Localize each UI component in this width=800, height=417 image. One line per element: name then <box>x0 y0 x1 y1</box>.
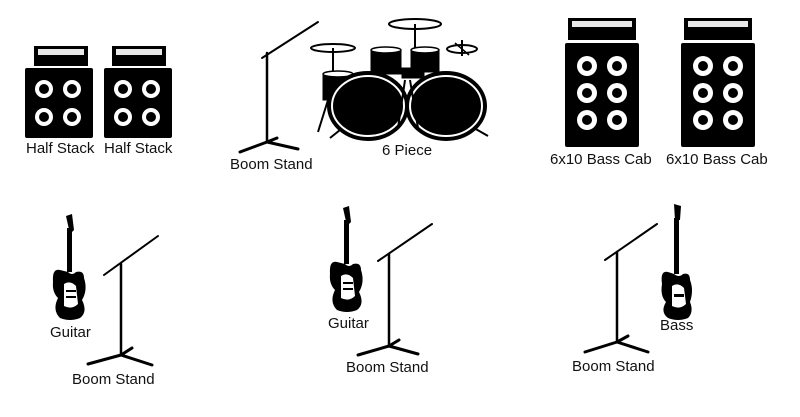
electric-guitar-icon <box>329 206 363 312</box>
half-stack-icon <box>25 46 93 138</box>
bass-cab-label: 6x10 Bass Cab <box>666 151 768 168</box>
electric-guitar-icon <box>52 214 86 320</box>
boom-stand-label: Boom Stand <box>572 358 655 375</box>
guitar-label: Guitar <box>50 324 91 341</box>
boom-stand-label: Boom Stand <box>72 371 155 388</box>
half-stack-label: Half Stack <box>26 140 95 157</box>
boom-stand-label: Boom Stand <box>230 156 313 173</box>
boom-stand-icon <box>238 21 319 154</box>
guitar-label: Guitar <box>328 315 369 332</box>
bass-cab-icon <box>565 18 639 147</box>
half-stack-icon <box>104 46 172 138</box>
boom-stand-icon <box>583 223 658 354</box>
drum-kit-icon <box>310 18 489 141</box>
drum-kit-label: 6 Piece <box>382 142 433 159</box>
bass-guitar-icon <box>661 204 692 320</box>
boom-stand-icon <box>86 235 159 367</box>
bass-cab-label: 6x10 Bass Cab <box>550 151 652 168</box>
boom-stand-label: Boom Stand <box>346 359 429 376</box>
half-stack-label: Half Stack <box>104 140 173 157</box>
bass-cab-icon <box>681 18 755 147</box>
boom-stand-icon <box>356 223 433 357</box>
bass-label: Bass <box>660 317 694 334</box>
